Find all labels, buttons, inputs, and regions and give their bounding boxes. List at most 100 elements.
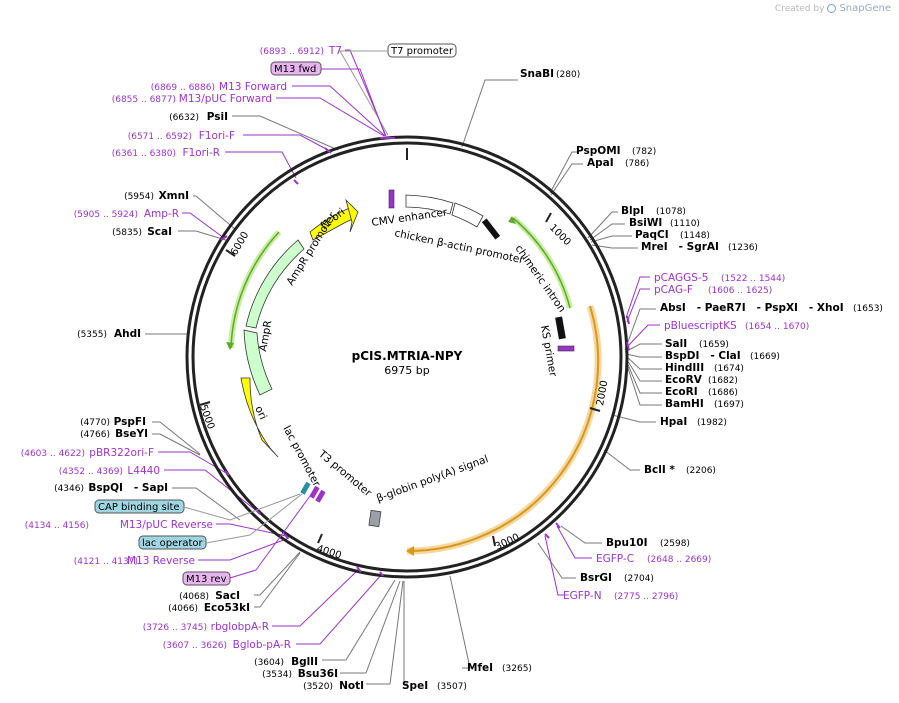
boxed-lac-operator: lac operator	[138, 535, 207, 550]
site-bcli-pos: (2206)	[686, 466, 716, 476]
primer-pcaggs5-range: (1522 .. 1544)	[721, 274, 785, 284]
site-snabi-pos: (280)	[556, 70, 580, 80]
feature-ks-primer: KS primer	[538, 324, 559, 378]
primer-f1ori-r-range: (6361 .. 6380)	[112, 149, 176, 159]
site-ahdi-pos: (5355)	[77, 330, 107, 340]
site-bseyi-name: BseYI	[115, 428, 148, 440]
site-apai-pos: (786)	[625, 159, 649, 169]
m13-rev-label: M13 rev	[186, 574, 227, 585]
m13-fwd-label: M13 fwd	[274, 64, 316, 75]
site-sapi-name: BspQI - SapI	[88, 482, 168, 494]
site-hindiii-name: HindIII	[665, 362, 704, 374]
boxed-cap-site: CAP binding site	[94, 499, 185, 514]
primer-t7-range: (6893 .. 6912)	[260, 47, 324, 57]
feature-chicken-actin: chicken β-actin promoter	[393, 227, 525, 266]
site-noti-pos: (3520)	[303, 682, 333, 692]
site-pspfi-name: PspFI	[114, 416, 146, 428]
site-ahdi-name: AhdI	[114, 328, 141, 340]
site-spei-pos: (3507)	[437, 682, 467, 692]
site-scai-name: ScaI	[147, 226, 172, 238]
site-xmni-name: XmnI	[159, 190, 189, 202]
feature-ampr: AmpR	[257, 320, 274, 353]
primer-f1ori-f-range: (6571 .. 6592)	[128, 132, 192, 142]
primer-pbluescriptks-range: (1654 .. 1670)	[745, 322, 809, 332]
primer-bglob-pa-r-range: (3607 .. 3626)	[163, 641, 227, 651]
site-scai-pos: (5835)	[112, 228, 142, 238]
snapgene-logo-icon	[827, 4, 837, 13]
site-pspomi-name: PspOMI	[576, 145, 621, 157]
primer-l4440-range: (4352 .. 4369)	[59, 467, 123, 477]
primer-m13-puc-reverse-range: (4134 .. 4156)	[25, 521, 89, 531]
plasmid-name: pCIS.MTRIA-NPY	[352, 349, 463, 363]
primer-egfp-n-name: EGFP-N	[563, 590, 602, 602]
site-pspomi-pos: (782)	[632, 147, 656, 157]
site-noti-name: NotI	[339, 680, 364, 692]
site-bpu10i-pos: (2598)	[660, 539, 690, 549]
site-ecori-pos: (1686)	[708, 388, 738, 398]
site-snabi: SnaBI (280)	[520, 68, 580, 80]
primer-l4440-name: L4440	[127, 465, 160, 477]
site-snabi-name: SnaBI	[520, 68, 554, 80]
primer-rbglobpa-r-name: rbglobpA-R	[211, 621, 269, 633]
site-ecorv-name: EcoRV	[665, 374, 703, 386]
site-bsiwi-name: BsiWI	[629, 217, 662, 229]
halo-arcs	[226, 215, 602, 556]
site-psii-name: PsiI	[207, 111, 228, 123]
primer-m13-reverse-range: (4121 .. 4137)	[74, 557, 138, 567]
ruler-2000: 2000	[595, 380, 610, 407]
primer-f1ori-f-name: F1ori-F	[199, 130, 235, 142]
site-srgai-name: MreI - SgrAI	[641, 241, 719, 253]
site-bsiwi-pos: (1110)	[670, 219, 700, 229]
primer-rbglobpa-r-range: (3726 .. 3745)	[143, 623, 207, 633]
backbone-inner	[191, 141, 623, 573]
primer-amp-r-range: (5905 .. 5924)	[74, 210, 138, 220]
site-saci-pos: (4068)	[179, 592, 209, 602]
site-ecori-name: EcoRI	[665, 386, 698, 398]
site-srgai-pos: (1236)	[728, 243, 758, 253]
m13-fwd-leader	[321, 68, 386, 136]
primer-pcag-f-range: (1606 .. 1625)	[708, 286, 772, 296]
snapgene-credit: Created by SnapGene	[775, 3, 891, 14]
primer-m13-reverse-name: M13 Reverse	[127, 555, 195, 567]
site-absi-name: AbsI - PaeR7I - PspXI - XhoI	[660, 302, 844, 314]
primer-leader-lines	[158, 49, 660, 645]
credit-brand: SnapGene	[839, 3, 891, 14]
primer-t7-name: T7	[328, 45, 342, 57]
primer-bglob-pa-r-name: Bglob-pA-R	[233, 639, 291, 651]
site-apai-name: ApaI	[587, 157, 614, 169]
site-bsu36i-name: Bsu36I	[298, 668, 338, 680]
t7-promoter-leader	[339, 50, 389, 136]
site-mfei-pos: (3265)	[502, 664, 532, 674]
site-absi-pos: (1653)	[853, 304, 883, 314]
site-leader-lines	[145, 79, 662, 685]
lac-operator-label: lac operator	[142, 538, 203, 549]
site-bcli-name: BclI *	[644, 464, 675, 476]
site-bsu36i-pos: (3534)	[262, 670, 292, 680]
site-blpi-pos: (1078)	[656, 207, 686, 217]
site-spei-name: SpeI	[402, 680, 428, 692]
primer-pbr322ori-f-range: (4603 .. 4622)	[21, 449, 85, 459]
primer-marks	[220, 137, 630, 577]
site-paqci-name: PaqCI	[635, 229, 669, 241]
backbone-outer	[185, 135, 629, 579]
primer-amp-r-name: Amp-R	[144, 208, 179, 220]
cap-site-label: CAP binding site	[98, 502, 180, 513]
site-clai-name: BspDI - ClaI	[665, 350, 741, 362]
cap-leader	[183, 493, 301, 521]
primer-m13-forward-range: (6869 .. 6886)	[151, 83, 215, 93]
site-sapi-pos: (4346)	[54, 484, 84, 494]
site-bamhi-name: BamHI	[665, 398, 704, 410]
primer-pbluescriptks-name: pBluescriptKS	[664, 320, 737, 332]
lac-operator-leader	[205, 493, 303, 544]
m13-rev-leader	[229, 495, 311, 579]
site-hpai-pos: (1982)	[697, 418, 727, 428]
site-bseyi-pos: (4766)	[80, 430, 110, 440]
site-bpu10i-name: Bpu10I	[606, 537, 648, 549]
ruler-3000: 3000	[494, 532, 522, 553]
primer-pcag-f-name: pCAG-F	[654, 284, 693, 296]
primer-m13-puc-forward-range: (6855 .. 6877)	[112, 95, 176, 105]
site-bamhi-pos: (1697)	[714, 400, 744, 410]
primer-pbr322ori-f-name: pBR322ori-F	[89, 447, 154, 459]
primer-pcaggs5-name: pCAGGS-5	[654, 272, 708, 284]
feature-ori: ori	[252, 404, 269, 421]
